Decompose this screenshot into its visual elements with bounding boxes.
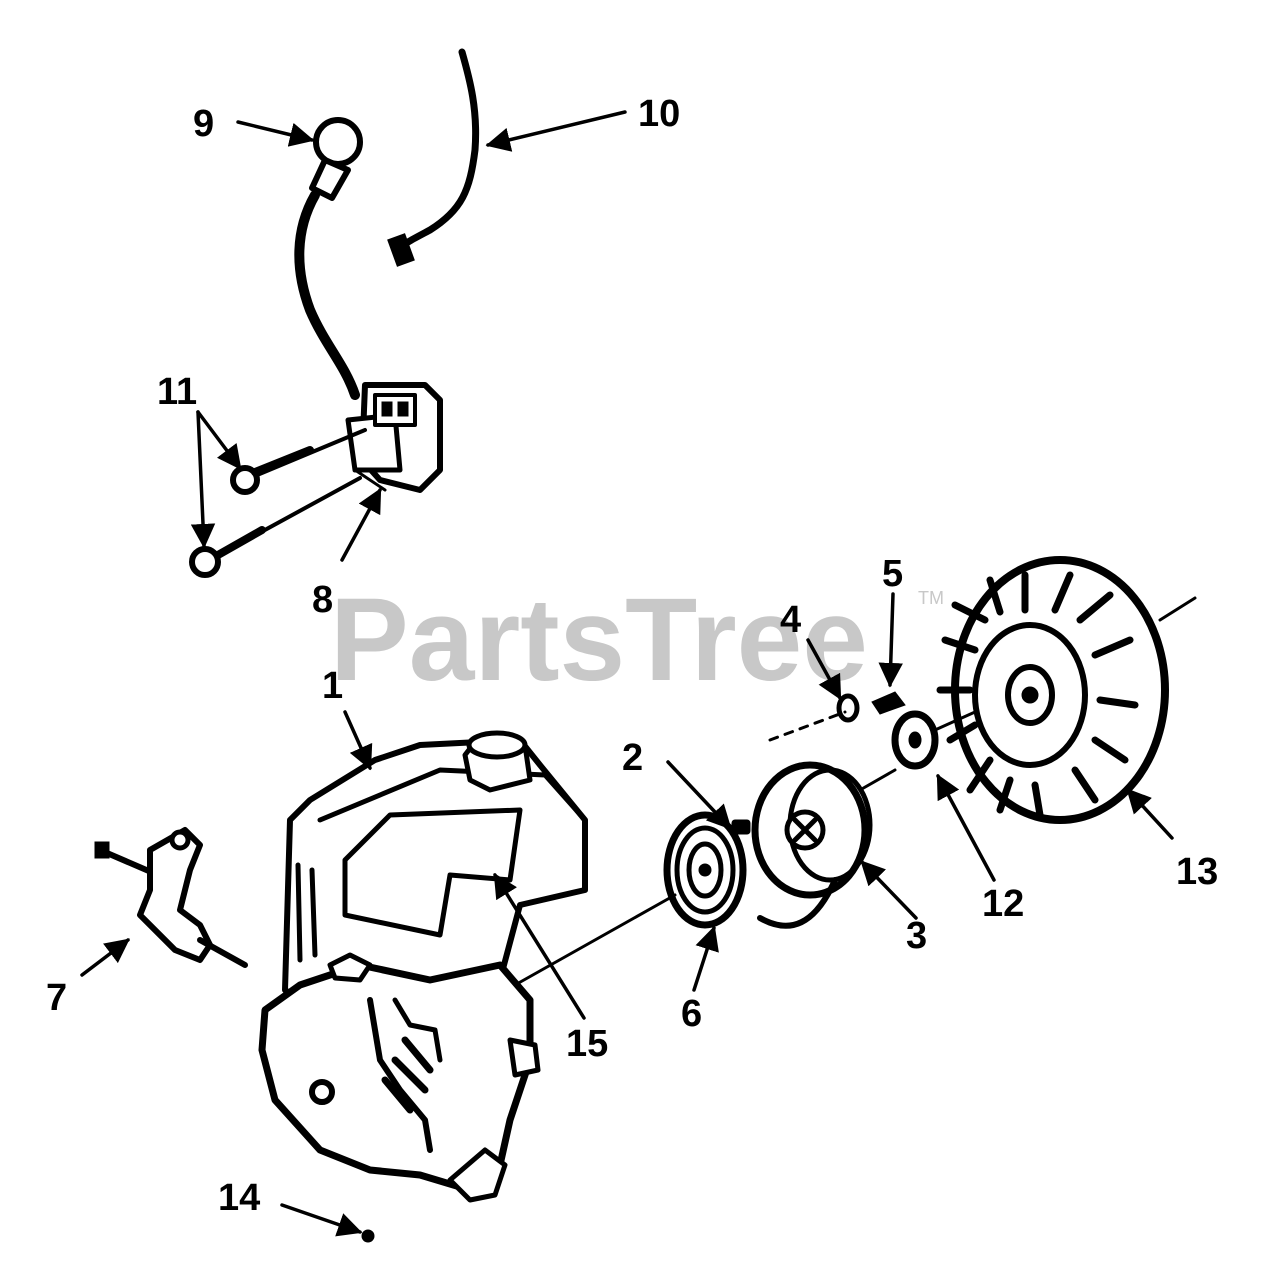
arrow-11a xyxy=(196,410,242,470)
callout-9: 9 xyxy=(193,103,214,145)
callout-1: 1 xyxy=(322,665,343,707)
watermark-trademark: TM xyxy=(918,588,944,608)
arrow-5 xyxy=(878,592,903,688)
callout-8: 8 xyxy=(312,579,333,621)
part-nut-5 xyxy=(871,691,906,715)
callout-12: 12 xyxy=(982,883,1024,925)
arrow-12 xyxy=(936,773,996,882)
callout-7: 7 xyxy=(46,977,67,1019)
arrow-6 xyxy=(692,925,719,992)
arrow-13 xyxy=(1126,788,1174,840)
part-recoil-pulley xyxy=(663,811,747,929)
leader-arrows xyxy=(80,110,1174,1237)
part-engine-housing xyxy=(282,730,588,1003)
callout-labels: 9 10 11 8 1 2 4 5 3 12 13 15 6 7 14 xyxy=(46,93,1218,1219)
arrow-14 xyxy=(280,1203,363,1237)
callout-10: 10 xyxy=(638,93,680,135)
arrow-2 xyxy=(666,760,732,830)
callout-6: 6 xyxy=(681,993,702,1035)
arrow-4 xyxy=(806,638,842,701)
part-blower-housing xyxy=(258,952,541,1203)
part-ignition-module xyxy=(345,382,443,493)
callout-14: 14 xyxy=(218,1177,260,1219)
watermark: PartsTree TM xyxy=(330,574,944,706)
watermark-brand: PartsTree xyxy=(330,574,868,706)
assembly-lines xyxy=(513,710,977,987)
callout-5: 5 xyxy=(882,553,903,595)
callout-2: 2 xyxy=(622,737,643,779)
arrow-7 xyxy=(80,938,130,977)
part-screw-14 xyxy=(361,1229,375,1243)
part-washer-12 xyxy=(891,710,939,770)
part-washer-4 xyxy=(836,693,860,723)
part-mounting-screws xyxy=(189,428,367,578)
part-spark-plug-boot xyxy=(294,117,363,400)
part-throttle-lever xyxy=(94,827,248,968)
arrow-15 xyxy=(493,872,586,1020)
callout-11: 11 xyxy=(157,371,197,413)
part-screw-2 xyxy=(731,819,751,835)
arrow-1 xyxy=(343,710,373,771)
callout-3: 3 xyxy=(906,915,927,957)
arrow-9 xyxy=(236,120,315,147)
arrow-3 xyxy=(860,860,918,920)
part-spark-plug-wire xyxy=(387,48,480,267)
arrow-11b xyxy=(190,410,216,549)
callout-4: 4 xyxy=(780,599,801,641)
callout-15: 15 xyxy=(566,1023,608,1065)
arrow-8 xyxy=(340,487,382,562)
callout-13: 13 xyxy=(1176,851,1218,893)
part-starter-cup xyxy=(751,761,873,929)
part-flywheel xyxy=(936,556,1197,824)
arrow-10 xyxy=(485,110,627,152)
